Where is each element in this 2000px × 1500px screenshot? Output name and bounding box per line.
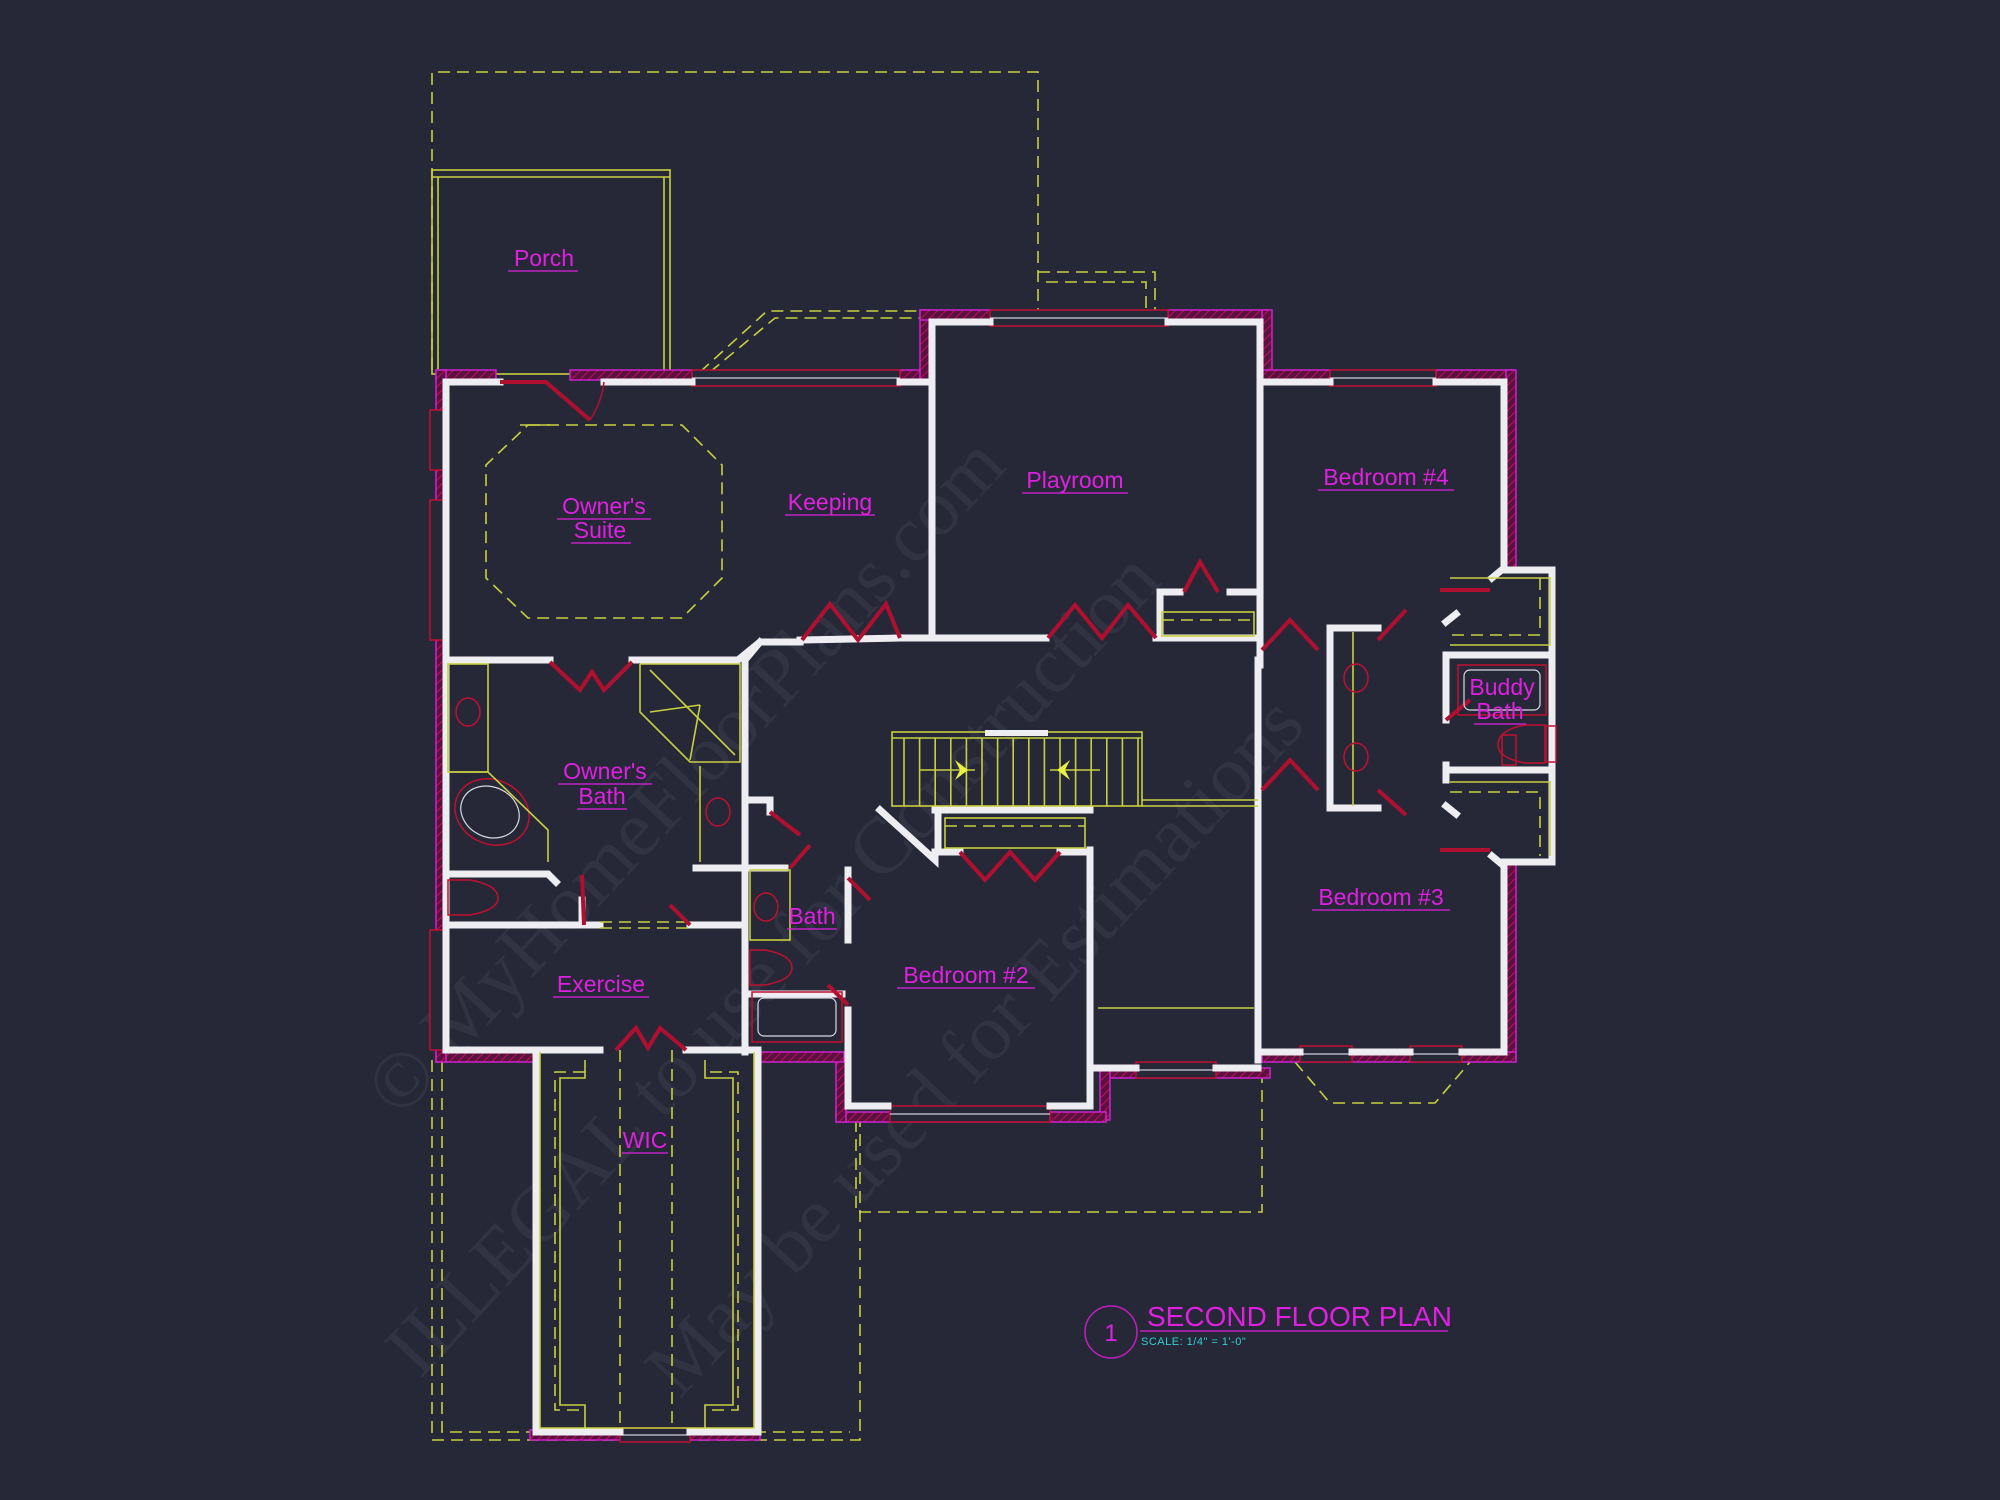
drawing-number: 1 [1104, 1320, 1117, 1347]
label-porch: Porch [514, 245, 574, 271]
drawing-title: SECOND FLOOR PLAN [1147, 1301, 1452, 1332]
label-playroom: Playroom [1026, 467, 1123, 493]
label-owners-suite-1: Owner's [562, 493, 646, 519]
label-bedroom-3: Bedroom #3 [1318, 884, 1443, 910]
label-exercise: Exercise [557, 971, 645, 997]
label-bath: Bath [788, 903, 835, 929]
label-owners-bath-2: Bath [578, 783, 625, 809]
title-block: 1 SECOND FLOOR PLAN SCALE: 1/4" = 1'-0" [1084, 1301, 1452, 1359]
room-labels: Porch Owner's Suite Keeping Playroom Bed… [508, 245, 1535, 1154]
staircase [891, 730, 1258, 807]
label-buddy-bath-2: Bath [1476, 698, 1523, 724]
label-keeping: Keeping [788, 489, 872, 515]
doors [500, 380, 1490, 1052]
porch [431, 169, 671, 375]
label-wic: WIC [623, 1127, 668, 1153]
walls [442, 318, 1556, 1436]
label-bedroom-4: Bedroom #4 [1323, 464, 1449, 490]
drawing-number-circle [1084, 1305, 1138, 1359]
closet-shelves [539, 577, 1551, 1429]
label-owners-suite-2: Suite [574, 517, 626, 543]
drawing-scale: SCALE: 1/4" = 1'-0" [1141, 1336, 1246, 1348]
label-bedroom-2: Bedroom #2 [903, 962, 1028, 988]
tray-ceiling-outline [485, 424, 723, 619]
label-buddy-bath-1: Buddy [1469, 674, 1535, 700]
label-owners-bath-1: Owner's [563, 758, 647, 784]
fixtures [447, 632, 1557, 1043]
